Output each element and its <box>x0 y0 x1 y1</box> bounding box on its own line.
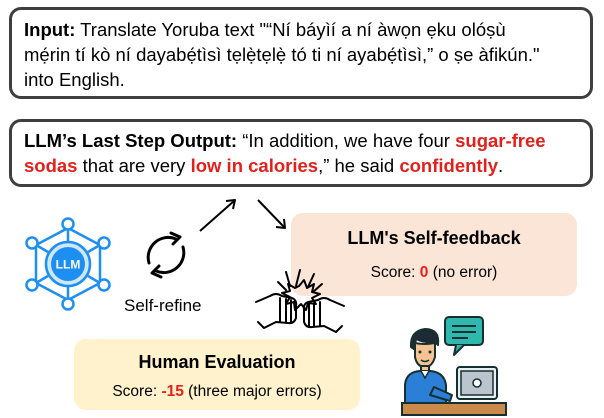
highlight-confidently: confidently <box>399 155 498 176</box>
input-text: Input: Translate Yoruba text "“Ní báyìí … <box>24 17 580 92</box>
human-evaluation-score-value: -15 <box>161 383 184 400</box>
output-box: LLM’s Last Step Output: “In addition, we… <box>9 119 593 187</box>
human-at-computer-icon <box>401 316 507 416</box>
human-evaluation-score: Score: -15 (three major errors) <box>74 383 360 401</box>
self-feedback-box: LLM's Self-feedback Score: 0 (no error) <box>291 213 577 296</box>
self-feedback-title: LLM's Self-feedback <box>347 228 521 248</box>
fists-clash-icon <box>255 269 345 333</box>
llm-icon-label: LLM <box>56 258 81 272</box>
self-refine-label: Self-refine <box>124 296 202 315</box>
output-label: LLM’s Last Step Output: <box>24 130 238 151</box>
output-part-2: that are very <box>77 155 191 176</box>
refresh-cycle-icon <box>146 231 186 279</box>
highlight-low-in-calories: low in calories <box>190 155 319 176</box>
self-feedback-score-label: Score: <box>370 264 420 281</box>
arrow-up-right-icon <box>199 199 236 232</box>
input-line-1: Translate Yoruba text "“Ní báyìí a ní àw… <box>75 19 506 40</box>
output-part-3: ,” he said <box>318 155 400 176</box>
output-text: LLM’s Last Step Output: “In addition, we… <box>24 128 580 178</box>
input-line-3: into English. <box>24 69 125 90</box>
self-feedback-score-note: (no error) <box>428 264 498 281</box>
arrow-down-right-icon <box>257 199 286 229</box>
input-box: Input: Translate Yoruba text "“Ní báyìí … <box>9 7 593 99</box>
output-part-1: “In addition, we have four <box>237 130 456 151</box>
output-part-4: . <box>498 155 504 176</box>
self-feedback-score: Score: 0 (no error) <box>291 264 577 282</box>
input-line-2: mẹ́rin tí kò ní dayabẹ́tìsì tẹlẹ̀tẹlẹ̀ t… <box>24 44 540 65</box>
highlight-sugar-free-sodas: sugar-free sodas <box>24 130 546 176</box>
human-evaluation-score-note: (three major errors) <box>183 383 322 400</box>
human-evaluation-score-label: Score: <box>112 383 162 400</box>
self-feedback-score-value: 0 <box>419 264 429 281</box>
input-label: Input: <box>24 19 76 40</box>
llm-network-icon: LLM <box>25 217 111 311</box>
human-evaluation-box: Human Evaluation Score: -15 (three major… <box>74 339 360 410</box>
human-evaluation-title: Human Evaluation <box>138 352 296 372</box>
